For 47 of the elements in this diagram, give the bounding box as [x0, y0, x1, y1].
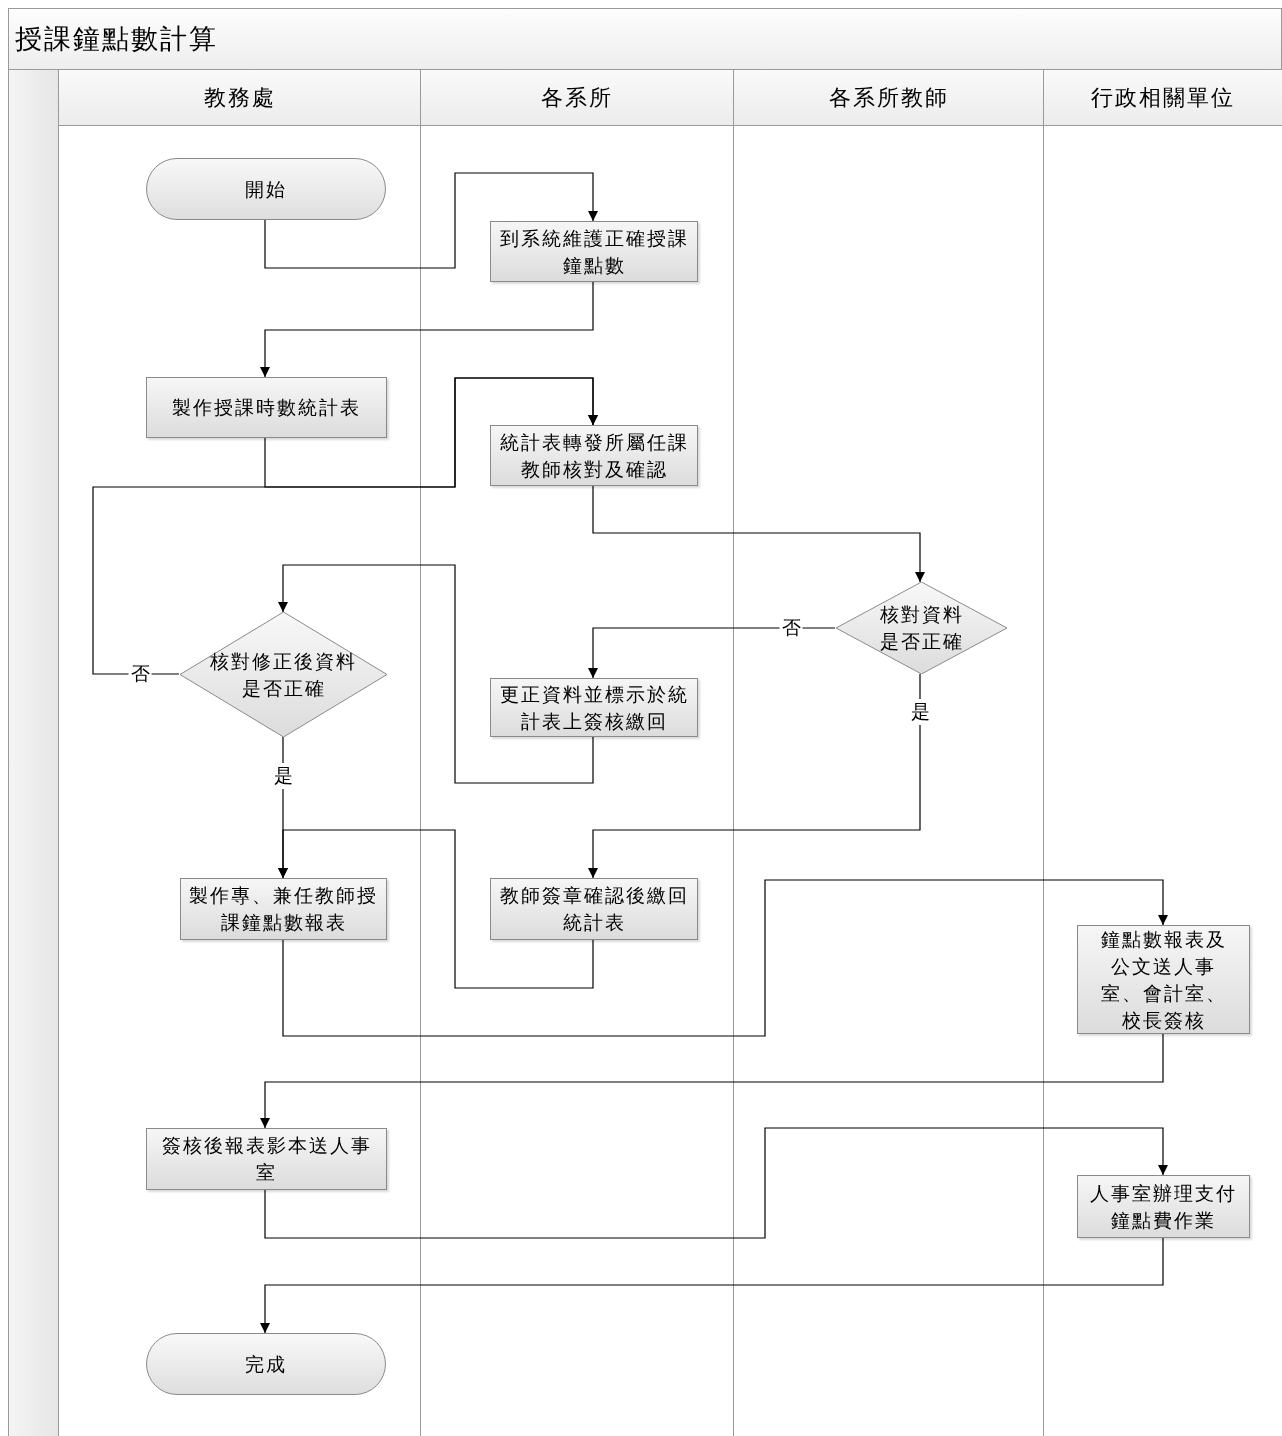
node-text: 簽核後報表影本送人事室 — [160, 1133, 373, 1185]
arrow — [260, 1237, 1164, 1334]
process-box — [490, 878, 698, 940]
swimlane — [733, 70, 1043, 1436]
process-box — [180, 878, 387, 940]
arrow — [592, 485, 925, 583]
node-text: 製作專、兼任教師授課鐘點數報表 — [188, 883, 379, 935]
lane-header: 各系所 — [541, 83, 613, 112]
arrow — [278, 564, 594, 784]
diagram-title: 授課鐘點數計算 — [15, 22, 218, 56]
process-box — [146, 1128, 387, 1190]
node-text: 教師簽章確認後繳回統計表 — [498, 883, 690, 935]
node-text: 人事室辦理支付鐘點費作業 — [1089, 1180, 1238, 1233]
decision-diamond — [180, 612, 387, 737]
arrow — [264, 172, 598, 269]
process-box — [490, 221, 698, 282]
lane-header: 行政相關單位 — [1091, 83, 1235, 112]
lane-header: 各系所教師 — [828, 83, 949, 112]
decision-diamond — [836, 582, 1007, 674]
process-box — [1077, 925, 1250, 1034]
arrow — [282, 879, 1168, 1037]
swimlane — [420, 70, 733, 1436]
swimlane — [58, 70, 420, 1436]
process-box — [1077, 1175, 1250, 1238]
arrow — [92, 377, 598, 675]
node-text: 統計表轉發所屬任課教師核對及確認 — [498, 429, 690, 482]
lane-header: 教務處 — [203, 83, 276, 112]
arrow — [588, 673, 921, 879]
swimlane — [1043, 70, 1282, 1436]
process-box — [146, 377, 387, 438]
process-box — [490, 425, 698, 486]
node-text: 製作授課時數統計表 — [172, 395, 361, 420]
node-text: 核對修正後資料是否正確 — [209, 648, 358, 701]
arrow — [588, 627, 836, 679]
edge-label: 是 — [908, 699, 932, 725]
node-text: 鐘點數報表及公文送人事室、會計室、校長簽核 — [1099, 926, 1228, 1033]
node-text: 核對資料是否正確 — [878, 602, 965, 654]
arrow — [264, 1127, 1168, 1239]
node-text: 開始 — [245, 176, 287, 202]
process-box — [490, 678, 698, 737]
node-text: 完成 — [245, 1351, 287, 1377]
arrow — [278, 829, 594, 989]
arrow — [260, 281, 594, 378]
node-text: 到系統維護正確授課鐘點數 — [498, 225, 690, 278]
edge-label: 是 — [271, 763, 295, 789]
node-text: 更正資料並標示於統計表上簽核繳回 — [498, 681, 690, 734]
arrow — [260, 1033, 1164, 1129]
